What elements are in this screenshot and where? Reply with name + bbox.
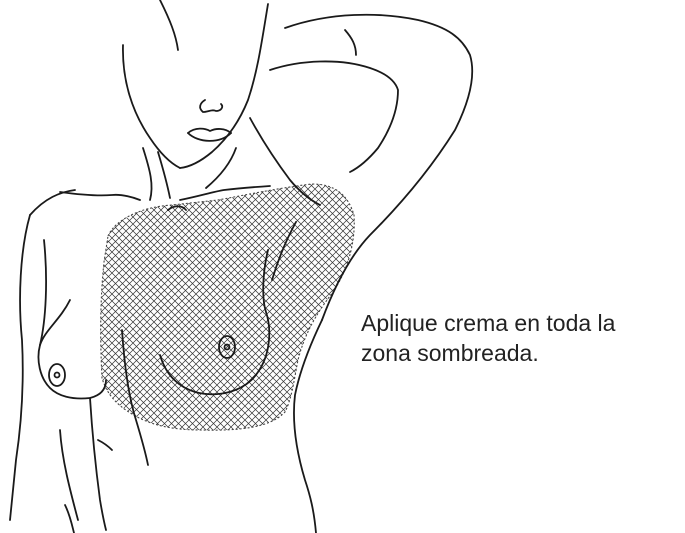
rib-line: [98, 440, 112, 450]
left-nipple: [49, 364, 65, 386]
left-torso-side: [90, 398, 106, 530]
left-nipple-center: [55, 373, 60, 378]
left-waist-lines-2: [65, 505, 74, 533]
head-left-outline: [123, 45, 180, 168]
left-breast-outline: [38, 300, 106, 399]
instruction-caption: Aplique crema en toda la zona sombreada.: [361, 308, 681, 368]
nose: [200, 100, 222, 112]
caption-line-1: Aplique crema en toda la: [361, 308, 681, 338]
caption-line-2: zona sombreada.: [361, 338, 681, 368]
left-waist-lines: [60, 430, 78, 520]
upper-lip: [188, 129, 231, 133]
neck-left: [143, 148, 152, 200]
elbow-crease: [345, 30, 356, 55]
left-arm-outer: [10, 215, 30, 520]
jaw-right: [180, 4, 268, 168]
collarbone-left: [60, 192, 140, 200]
raised-arm-inner: [270, 61, 398, 172]
left-arm-inner: [40, 240, 46, 345]
head-top-outline: [160, 0, 178, 50]
